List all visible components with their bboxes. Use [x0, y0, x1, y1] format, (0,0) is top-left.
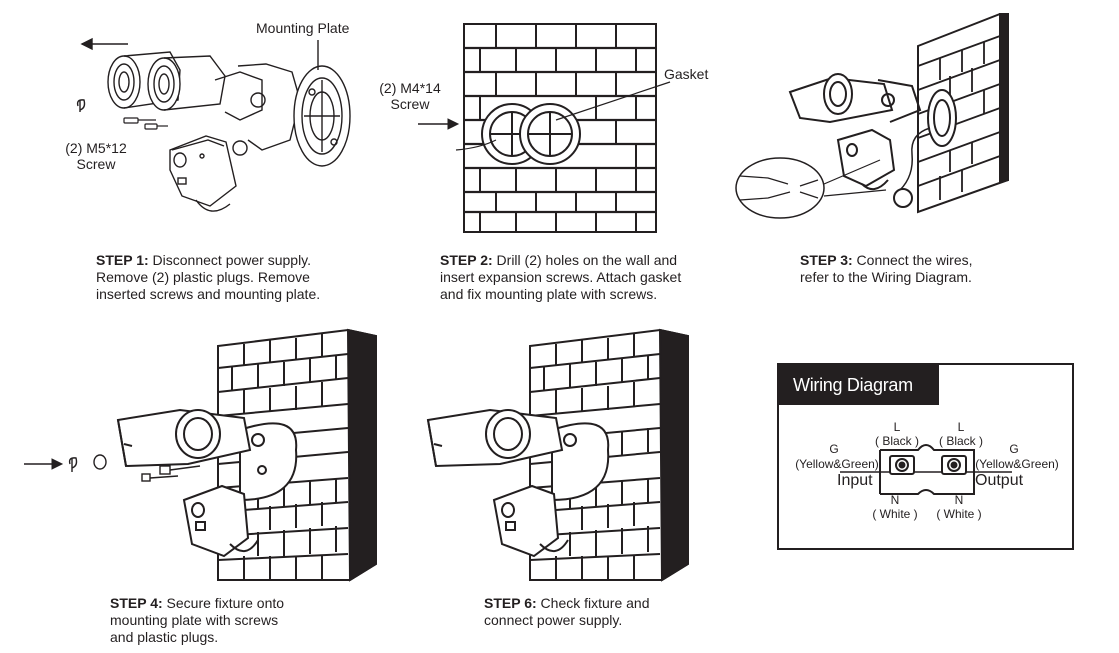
- step4-line1: Secure fixture onto: [162, 595, 285, 611]
- wiring-diagram-title: Wiring Diagram: [779, 365, 939, 405]
- step1-illustration: [76, 37, 351, 212]
- wd-output-label: Output: [975, 472, 1024, 489]
- step6-line1: Check fixture and: [536, 595, 650, 611]
- step3-illustration: [735, 13, 1009, 219]
- wd-yg-right: (Yellow&Green): [975, 457, 1059, 471]
- step1-screw-label: (2) M5*12 Screw: [60, 140, 132, 172]
- wd-white-right: ( White ): [936, 507, 982, 521]
- step1-line3: inserted screws and mounting plate.: [96, 286, 321, 302]
- wd-l-left: L: [893, 420, 901, 434]
- step6-text: STEP 6: Check fixture and connect power …: [484, 595, 650, 629]
- wiring-schematic: [840, 444, 1012, 495]
- step4-text: STEP 4: Secure fixture onto mounting pla…: [110, 595, 284, 646]
- wd-input-label: Input: [837, 472, 873, 489]
- step2-illustration: [418, 23, 671, 233]
- step2-screw-size: (2) M4*14: [379, 80, 441, 96]
- step3-title: STEP 3:: [800, 252, 853, 268]
- step4-line3: and plastic plugs.: [110, 629, 219, 645]
- step1-text: STEP 1: Disconnect power supply. Remove …: [96, 252, 320, 303]
- step6-title: STEP 6:: [484, 595, 537, 611]
- step1-line1: Disconnect power supply.: [148, 252, 312, 268]
- step3-line1: Connect the wires,: [852, 252, 973, 268]
- wd-black-left: ( Black ): [874, 434, 919, 448]
- step2-title: STEP 2:: [440, 252, 493, 268]
- wd-g-left: G: [829, 442, 839, 456]
- wd-white-left: ( White ): [872, 507, 918, 521]
- step4-illustration: [24, 328, 377, 582]
- step2-screw-label: (2) M4*14 Screw: [374, 80, 446, 112]
- step1-screw-size: (2) M5*12: [65, 140, 127, 156]
- step1-line2: Remove (2) plastic plugs. Remove: [96, 269, 310, 285]
- step4-line2: mounting plate with screws: [110, 612, 279, 628]
- step2-line1: Drill (2) holes on the wall and: [492, 252, 678, 268]
- step2-line3: and fix mounting plate with screws.: [440, 286, 658, 302]
- wd-g-right: G: [1009, 442, 1019, 456]
- step2-text: STEP 2: Drill (2) holes on the wall and …: [440, 252, 681, 303]
- step2-line2: insert expansion screws. Attach gasket: [440, 269, 682, 285]
- wd-n-left: N: [890, 493, 900, 507]
- wd-black-right: ( Black ): [938, 434, 983, 448]
- step1-title: STEP 1:: [96, 252, 149, 268]
- step1-screw-word: Screw: [76, 156, 116, 172]
- wd-n-right: N: [954, 493, 964, 507]
- wd-l-right: L: [957, 420, 965, 434]
- step3-text: STEP 3: Connect the wires, refer to the …: [800, 252, 973, 286]
- step4-title: STEP 4:: [110, 595, 163, 611]
- wiring-diagram-box: [777, 363, 1074, 550]
- gasket-label: Gasket: [664, 66, 709, 82]
- step3-line2: refer to the Wiring Diagram.: [800, 269, 972, 285]
- step2-screw-word: Screw: [390, 96, 430, 112]
- step6-illustration: [426, 328, 689, 582]
- mounting-plate-label: Mounting Plate: [256, 20, 350, 36]
- step6-line2: connect power supply.: [484, 612, 623, 628]
- wd-yg-left: (Yellow&Green): [795, 457, 879, 471]
